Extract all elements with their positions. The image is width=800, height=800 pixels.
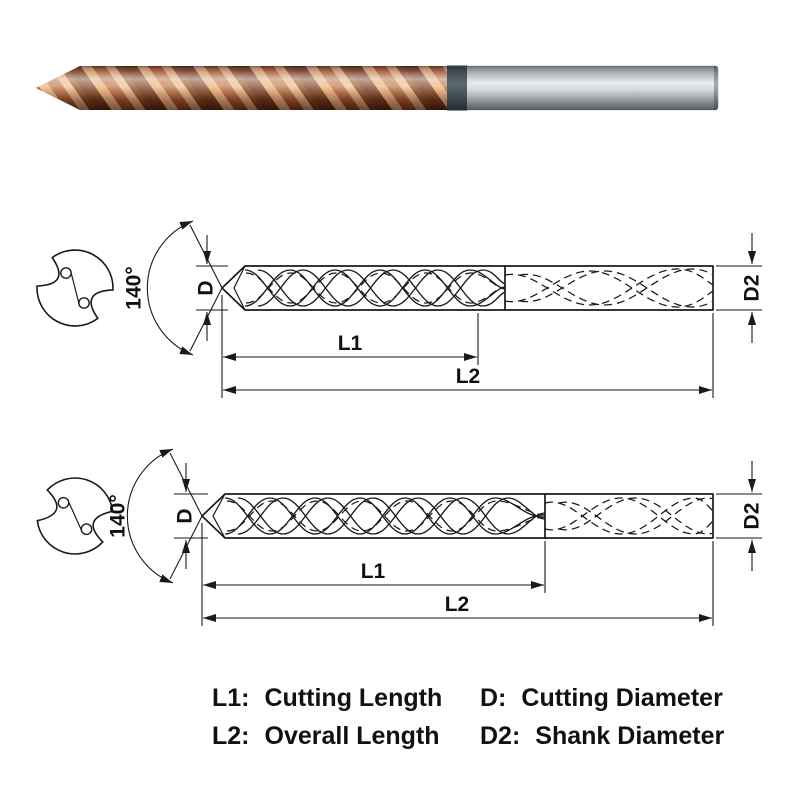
- drill-shank-photo: [455, 65, 719, 111]
- cutting-diameter-label: D: [174, 508, 197, 523]
- overall-length-label: L2: [445, 593, 470, 616]
- flute-helix-lines: [224, 497, 545, 535]
- coolant-channel-line: [245, 272, 505, 304]
- overall-length-dimension: L2: [223, 313, 714, 398]
- cutting-diameter-dimension: D: [195, 235, 228, 341]
- overall-length-label: L2: [456, 365, 481, 388]
- cutting-length-label: L1: [361, 560, 386, 583]
- chisel-edge-line: [68, 502, 82, 530]
- legend-label-cutting-length: Cutting Length: [264, 684, 443, 712]
- shank-diameter-label: D2: [741, 275, 764, 302]
- drill-technical-drawing-short-flute: 140° D: [36, 220, 764, 398]
- legend-label-cutting-diameter: Cutting Diameter: [521, 684, 723, 712]
- legend-item-overall-length: L2: Overall Length: [212, 722, 480, 751]
- drill-outline: [201, 493, 714, 539]
- cutting-length-dimension: L1: [201, 523, 546, 626]
- coolant-hole: [60, 267, 72, 279]
- legend-abbr-l1: L1:: [212, 684, 250, 712]
- coolant-hole: [78, 297, 90, 309]
- shank-diameter-dimension: D2: [716, 461, 764, 571]
- drill-technical-drawing-long-flute: 140° D: [36, 448, 764, 626]
- flute-helix-lines: [244, 269, 505, 307]
- shank-coolant-lines: [505, 268, 713, 308]
- shank-diameter-label: D2: [741, 503, 764, 530]
- coolant-channel-line: [226, 500, 545, 532]
- drill-flutes-photo: [36, 66, 456, 110]
- legend-abbr-d2: D2:: [480, 722, 521, 750]
- cutting-diameter-label: D: [195, 280, 218, 295]
- shank-diameter-dimension: D2: [716, 233, 764, 343]
- shank-coolant-lines: [545, 497, 713, 535]
- end-view: [36, 249, 114, 327]
- coolant-hole: [80, 523, 93, 536]
- legend-label-overall-length: Overall Length: [264, 722, 440, 750]
- legend-item-shank-diameter: D2: Shank Diameter: [480, 722, 724, 751]
- legend: L1: Cutting Length D: Cutting Diameter L…: [212, 684, 724, 751]
- tip-chisel-lines: [233, 265, 246, 311]
- coating-transition-band: [447, 65, 467, 111]
- point-angle-label: 140°: [107, 494, 130, 537]
- legend-item-cutting-diameter: D: Cutting Diameter: [480, 684, 724, 713]
- end-view: [36, 477, 114, 555]
- cutting-length-label: L1: [338, 332, 363, 355]
- chisel-edge-line: [70, 273, 80, 303]
- legend-abbr-d: D:: [480, 684, 507, 712]
- drill-outline: [221, 265, 714, 311]
- overall-length-dimension: L2: [203, 541, 714, 626]
- legend-item-cutting-length: L1: Cutting Length: [212, 684, 480, 713]
- coolant-hole: [57, 496, 70, 509]
- legend-abbr-l2: L2:: [212, 722, 250, 750]
- legend-label-shank-diameter: Shank Diameter: [535, 722, 725, 750]
- point-angle-label: 140°: [123, 266, 146, 309]
- coolant-channel-line: [226, 500, 545, 532]
- tip-chisel-lines: [212, 493, 226, 539]
- cutting-length-dimension: L1: [221, 295, 479, 398]
- cutting-diameter-dimension: D: [174, 463, 208, 569]
- drill-photo: [36, 65, 719, 111]
- coolant-channel-line: [245, 272, 505, 304]
